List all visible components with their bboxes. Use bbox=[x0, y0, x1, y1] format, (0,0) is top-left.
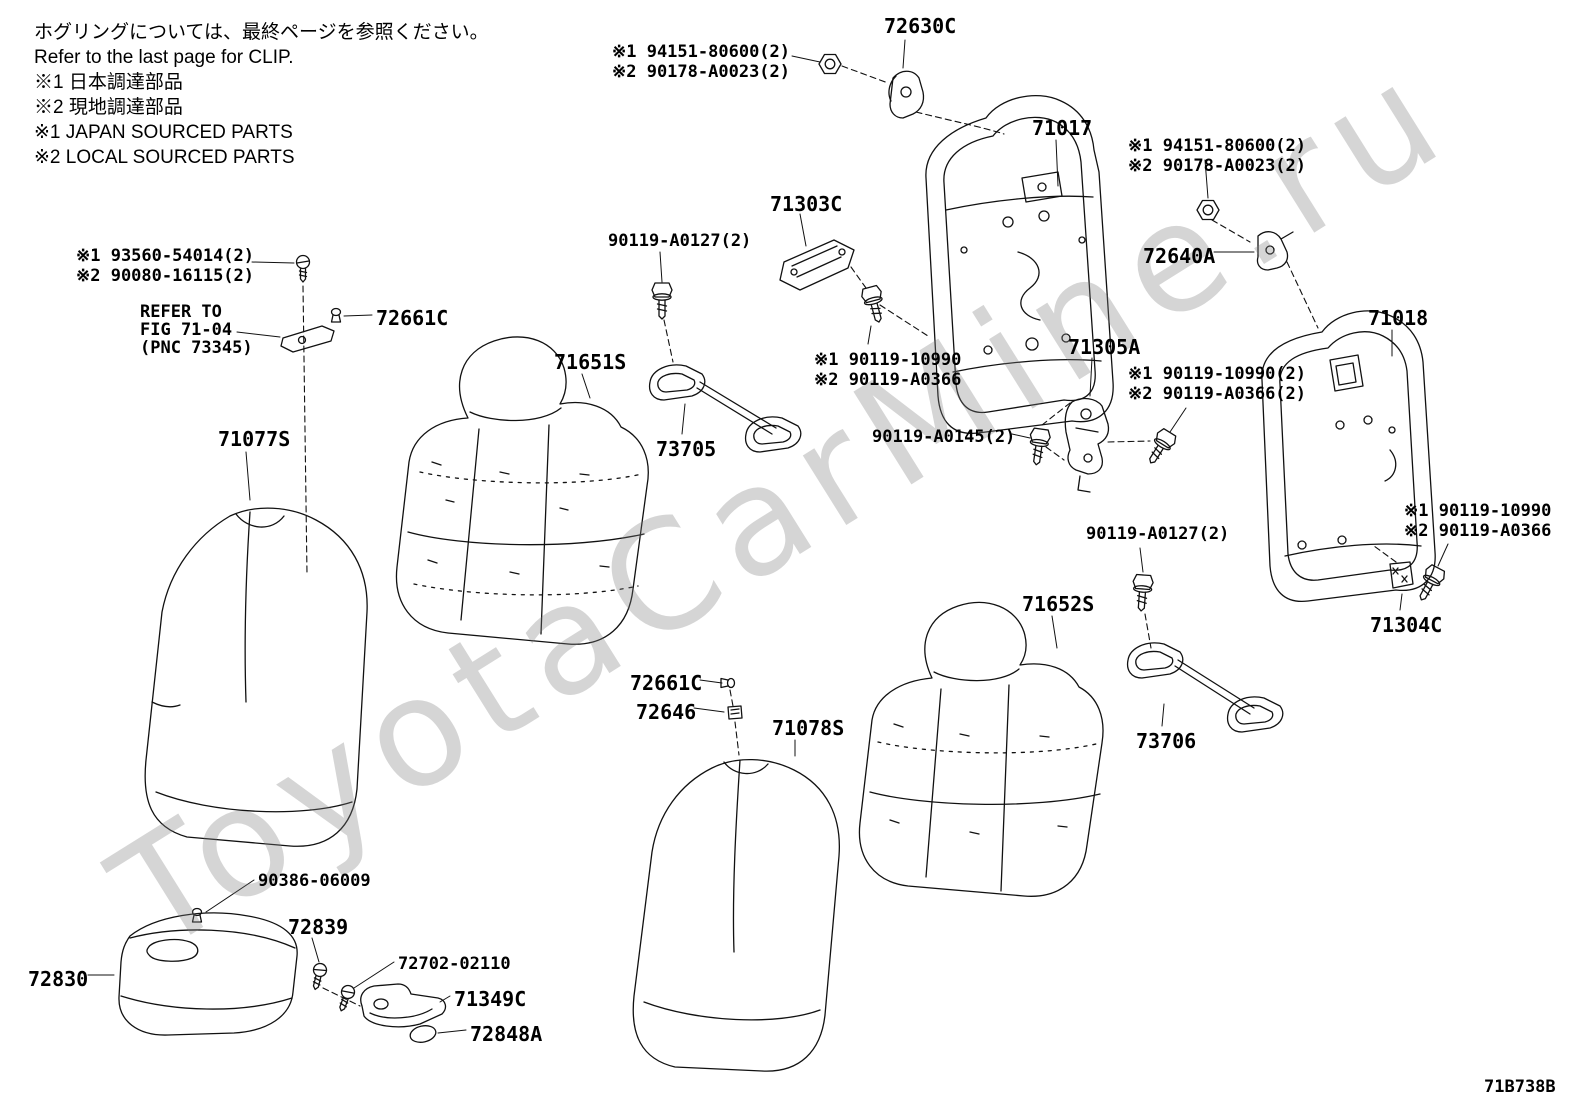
note-clip-en: Refer to the last page for CLIP. bbox=[34, 47, 294, 68]
part-label-90178-A0023-right: ※2 90178-A0023(2) bbox=[1128, 156, 1307, 176]
note-en-sourced-2: ※2 LOCAL SOURCED PARTS bbox=[34, 147, 295, 168]
part-label-72646: 72646 bbox=[636, 700, 697, 724]
drawing-lock-71305A bbox=[1064, 397, 1110, 493]
part-label-94151-80600-right: ※1 94151-80600(2) bbox=[1128, 136, 1307, 156]
part-label-90119-10990-right: ※1 90119-10990(2) bbox=[1128, 364, 1307, 384]
drawing-striker-71303C bbox=[779, 239, 855, 291]
drawing-seat-back-71651S bbox=[395, 336, 649, 645]
part-label-71078S: 71078S bbox=[772, 716, 845, 740]
drawing-armrest-72830 bbox=[118, 912, 298, 1036]
drawing-hinge-73705 bbox=[648, 364, 802, 453]
part-label-72661C-upper: 72661C bbox=[376, 306, 449, 330]
part-label-71077S: 71077S bbox=[218, 427, 291, 451]
part-label-90119-10990-mid: ※1 90119-10990 bbox=[814, 350, 962, 370]
drawing-hinge-73706 bbox=[1126, 642, 1284, 733]
note-clip-jp: ホグリングについては、最終ページを参照ください。 bbox=[34, 22, 489, 43]
drawing-seat-back-frame-71018 bbox=[1261, 310, 1436, 603]
part-label-90119-A0127-bottom: 90119-A0127(2) bbox=[1086, 524, 1230, 544]
assembly-dashed-lines bbox=[302, 65, 1397, 1007]
part-label-90119-A0127-top: 90119-A0127(2) bbox=[608, 231, 752, 251]
drawing-spacer-72848A bbox=[409, 1025, 437, 1043]
part-label-71018: 71018 bbox=[1368, 306, 1429, 330]
part-label-72848A: 72848A bbox=[470, 1022, 543, 1046]
part-label-90119-A0366-far: ※2 90119-A0366 bbox=[1404, 521, 1552, 541]
drawing-seatback-cover-71077S bbox=[144, 507, 368, 847]
part-label-72630C: 72630C bbox=[884, 14, 957, 38]
part-label-73705: 73705 bbox=[656, 437, 717, 461]
leader-lines bbox=[87, 39, 1449, 1034]
part-label-71652S: 71652S bbox=[1022, 592, 1095, 616]
part-label-71305A: 71305A bbox=[1068, 335, 1141, 359]
part-label-90119-A0145: 90119-A0145(2) bbox=[872, 427, 1016, 447]
part-label-94151-80600-top: ※1 94151-80600(2) bbox=[612, 42, 791, 62]
part-label-90386-06009: 90386-06009 bbox=[258, 871, 371, 891]
note-jp-sourced-1: ※1 日本調達部品 bbox=[34, 72, 183, 93]
part-label-73706: 73706 bbox=[1136, 729, 1197, 753]
note-en-sourced-1: ※1 JAPAN SOURCED PARTS bbox=[34, 122, 293, 143]
part-label-72640A: 72640A bbox=[1143, 244, 1216, 268]
refer-note-line3: (PNC 73345) bbox=[140, 338, 253, 358]
part-label-71017: 71017 bbox=[1032, 116, 1093, 140]
part-label-72830: 72830 bbox=[28, 967, 89, 991]
drawing-seat-back-frame-71017 bbox=[925, 94, 1114, 434]
part-label-72839: 72839 bbox=[288, 915, 349, 939]
drawing-seatback-cover-71078S bbox=[632, 758, 840, 1072]
drawing-bracket-72640A bbox=[1256, 231, 1294, 271]
header-notes: ホグリングについては、最終ページを参照ください。 Refer to the la… bbox=[34, 20, 489, 170]
part-label-90119-A0366-right: ※2 90119-A0366(2) bbox=[1128, 384, 1307, 404]
part-label-71651S: 71651S bbox=[554, 350, 627, 374]
drawing-clip-71304C bbox=[1389, 561, 1414, 589]
drawing-grommet-72646 bbox=[727, 705, 743, 720]
part-label-71349C: 71349C bbox=[454, 987, 527, 1011]
drawing-seat-back-71652S bbox=[858, 601, 1104, 897]
part-label-93560-54014: ※1 93560-54014(2) bbox=[76, 246, 255, 266]
part-label-72702-02110: 72702-02110 bbox=[398, 954, 511, 974]
part-label-71304C: 71304C bbox=[1370, 613, 1443, 637]
part-label-71303C: 71303C bbox=[770, 192, 843, 216]
drawing-bracket-73345 bbox=[280, 325, 335, 353]
part-label-90119-10990-far: ※1 90119-10990 bbox=[1404, 501, 1552, 521]
part-label-72661C-lower: 72661C bbox=[630, 671, 703, 695]
drawing-hinge-bracket-71349C bbox=[360, 983, 447, 1028]
part-label-90080-16115: ※2 90080-16115(2) bbox=[76, 266, 255, 286]
part-label-90178-A0023-top: ※2 90178-A0023(2) bbox=[612, 62, 791, 82]
note-jp-sourced-2: ※2 現地調達部品 bbox=[34, 97, 183, 118]
part-label-90119-A0366-mid: ※2 90119-A0366 bbox=[814, 370, 962, 390]
refer-note-line2: FIG 71-04 bbox=[140, 320, 233, 340]
refer-note-line1: REFER TO bbox=[140, 302, 222, 322]
drawing-clip-bracket-72630C bbox=[888, 70, 925, 119]
diagram-code: 71B738B bbox=[1484, 1077, 1556, 1097]
